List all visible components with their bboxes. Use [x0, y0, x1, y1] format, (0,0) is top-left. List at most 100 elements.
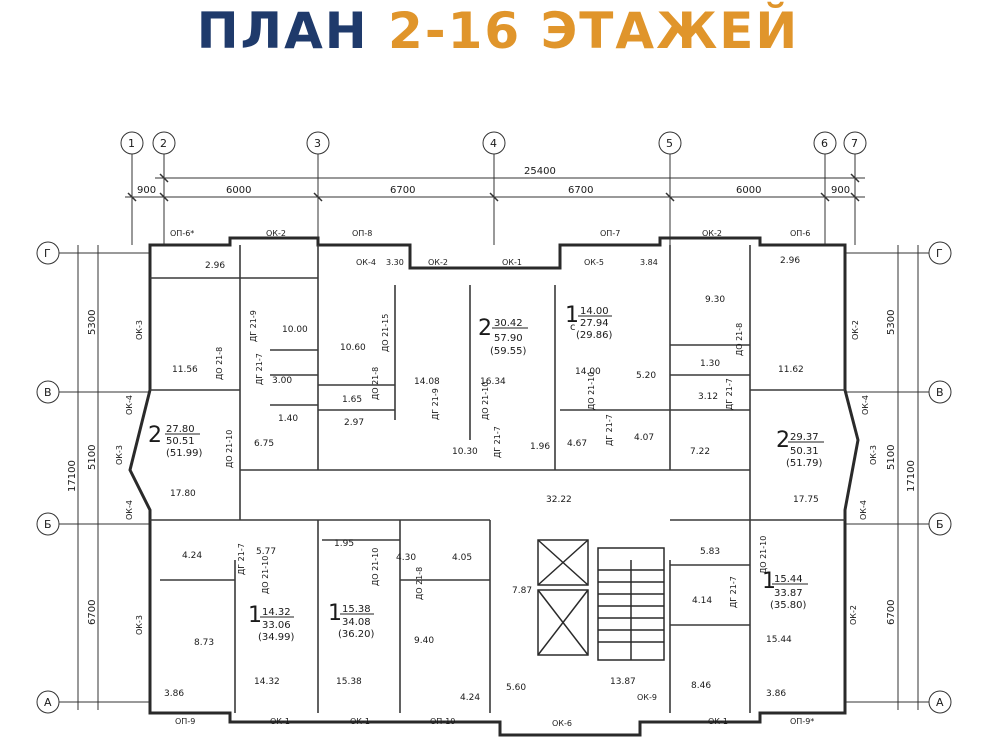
top-dimensions	[125, 173, 865, 202]
svg-text:15.38: 15.38	[342, 604, 371, 615]
axis-col-3: 3	[306, 131, 330, 245]
svg-text:1.95: 1.95	[334, 539, 354, 549]
room-area-labels: 2.96 10.00 11.56 3.00 1.40 6.75 17.80 10…	[164, 256, 819, 703]
door-marks: ДГ 21-9 ДО 21-8 ДГ 21-7 ДО 21-10 ДО 21-1…	[215, 310, 768, 608]
svg-text:2.97: 2.97	[344, 418, 364, 428]
dim-top-2: 6000	[226, 185, 251, 196]
title-part-plan: ПЛАН	[196, 2, 369, 60]
svg-text:1: 1	[328, 601, 342, 626]
svg-text:50.51: 50.51	[166, 436, 195, 447]
svg-text:17100: 17100	[906, 460, 917, 492]
window-marks-bottom: ОП-9 ОК-1 ОК-1 ОП-10 ОК-6 ОК-9 ОК-1 ОП-9…	[175, 693, 814, 728]
svg-text:3.00: 3.00	[272, 376, 292, 386]
svg-text:50.31: 50.31	[790, 446, 819, 457]
svg-text:ДО 21-15: ДО 21-15	[381, 314, 390, 352]
axis-col-1: 1	[120, 131, 144, 245]
svg-text:2.96: 2.96	[205, 261, 225, 271]
svg-text:(59.55): (59.55)	[490, 346, 527, 357]
svg-text:2: 2	[160, 137, 167, 150]
svg-text:ДГ 21-7: ДГ 21-7	[725, 378, 734, 410]
svg-text:4.30: 4.30	[396, 553, 416, 563]
svg-text:14.08: 14.08	[414, 377, 440, 387]
svg-text:ОП-6*: ОП-6*	[170, 229, 194, 238]
elevator-stair-core	[537, 539, 665, 661]
svg-text:1: 1	[248, 603, 262, 628]
svg-text:(34.99): (34.99)	[258, 632, 295, 643]
svg-text:7: 7	[851, 137, 858, 150]
svg-text:1: 1	[762, 569, 776, 594]
svg-text:ДО 21-8: ДО 21-8	[415, 567, 424, 600]
svg-text:14.32: 14.32	[254, 677, 280, 687]
svg-text:3.30: 3.30	[386, 258, 404, 267]
dim-top-3: 6700	[390, 185, 415, 196]
svg-text:ДГ 21-7: ДГ 21-7	[237, 543, 246, 575]
svg-text:5: 5	[666, 137, 673, 150]
svg-text:(36.20): (36.20)	[338, 629, 375, 640]
svg-text:1: 1	[565, 303, 579, 328]
svg-text:13.87: 13.87	[610, 677, 636, 687]
svg-text:2: 2	[478, 316, 492, 341]
svg-text:1.65: 1.65	[342, 395, 362, 405]
svg-text:В: В	[44, 386, 52, 399]
page-title: ПЛАН 2-16 ЭТАЖЕЙ	[0, 0, 996, 62]
svg-text:3: 3	[314, 137, 321, 150]
svg-text:14.32: 14.32	[262, 607, 291, 618]
svg-text:ДО 21-10: ДО 21-10	[261, 556, 270, 594]
svg-text:ОП-6: ОП-6	[790, 229, 810, 238]
svg-text:14.00: 14.00	[580, 306, 609, 317]
column-axes: 1 2 3 4 5 6 7	[120, 131, 867, 245]
svg-text:3.84: 3.84	[640, 258, 658, 267]
svg-text:ОК-4: ОК-4	[356, 258, 376, 267]
svg-text:1.40: 1.40	[278, 414, 298, 424]
svg-text:5100: 5100	[87, 445, 98, 470]
outer-walls	[128, 236, 860, 737]
svg-text:с: с	[570, 322, 576, 333]
svg-text:ОК-3: ОК-3	[869, 445, 878, 465]
svg-text:ДО 21-8: ДО 21-8	[735, 323, 744, 356]
svg-text:ОК-3: ОК-3	[115, 445, 124, 465]
svg-text:ДО 21-8: ДО 21-8	[371, 367, 380, 400]
svg-text:9.40: 9.40	[414, 636, 434, 646]
svg-text:15.38: 15.38	[336, 677, 362, 687]
svg-text:27.94: 27.94	[580, 318, 609, 329]
svg-text:2: 2	[776, 428, 790, 453]
svg-text:5.60: 5.60	[506, 683, 526, 693]
svg-text:(51.99): (51.99)	[166, 448, 203, 459]
side-dimensions	[77, 245, 919, 710]
svg-text:8.73: 8.73	[194, 638, 214, 648]
svg-text:Б: Б	[936, 518, 944, 531]
svg-text:В: В	[936, 386, 944, 399]
dim-top-5: 6000	[736, 185, 761, 196]
svg-text:2.96: 2.96	[780, 256, 800, 266]
svg-text:ОК-6: ОК-6	[552, 719, 572, 728]
svg-text:ОК-2: ОК-2	[851, 320, 860, 340]
svg-text:Г: Г	[44, 247, 51, 260]
svg-text:А: А	[936, 696, 944, 709]
svg-text:34.08: 34.08	[342, 617, 371, 628]
svg-text:1.30: 1.30	[700, 359, 720, 369]
svg-text:2: 2	[148, 423, 162, 448]
svg-text:11.62: 11.62	[778, 365, 804, 375]
svg-text:4.05: 4.05	[452, 553, 472, 563]
svg-text:ОК-1: ОК-1	[502, 258, 522, 267]
svg-text:32.22: 32.22	[546, 495, 572, 505]
svg-text:4.67: 4.67	[567, 439, 587, 449]
svg-text:15.44: 15.44	[766, 635, 792, 645]
svg-text:15.44: 15.44	[774, 574, 803, 585]
svg-text:ДО 21-10: ДО 21-10	[759, 536, 768, 574]
svg-text:ОК-4: ОК-4	[125, 500, 134, 520]
svg-text:10.00: 10.00	[282, 325, 308, 335]
svg-text:ОК-2: ОК-2	[266, 229, 286, 238]
svg-text:5.20: 5.20	[636, 371, 656, 381]
svg-text:ДО 21-10: ДО 21-10	[225, 430, 234, 468]
svg-text:ДГ 21-9: ДГ 21-9	[431, 388, 440, 420]
svg-text:Б: Б	[44, 518, 52, 531]
